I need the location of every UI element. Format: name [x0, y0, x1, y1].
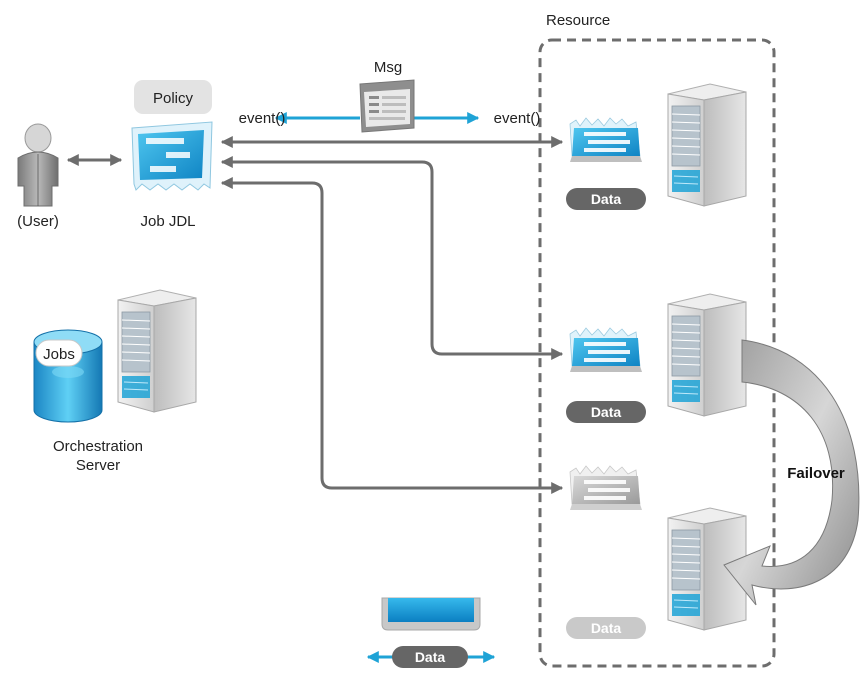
event-right-label: event() — [494, 110, 541, 127]
orchestration-server-icon — [117, 289, 197, 413]
data-pill-1 — [566, 188, 646, 210]
data-store-icon — [569, 465, 643, 511]
failover-label: Failover — [787, 465, 845, 482]
user-label: (User) — [17, 213, 59, 230]
server-icon-2 — [667, 293, 747, 417]
data-store-icon — [569, 327, 643, 373]
msg-label: Msg — [374, 59, 402, 76]
orchestration-label-line1: Orchestration — [53, 438, 143, 455]
monitor-transfer-icon — [381, 597, 481, 631]
jobs-label: Jobs — [43, 346, 75, 363]
job-jdl-label: Job JDL — [140, 213, 195, 230]
data-label-2: Data — [591, 404, 622, 420]
resource-label: Resource — [546, 12, 610, 29]
jobs-badge — [35, 339, 83, 367]
server-icon-1 — [667, 83, 747, 207]
data-label-1: Data — [591, 191, 622, 207]
data-store-icon — [569, 117, 643, 163]
data-transfer-pill — [392, 646, 468, 668]
data-transfer-label: Data — [415, 649, 446, 665]
data-label-3: Data — [591, 620, 622, 636]
job-resource3-connector — [220, 177, 564, 494]
message-window-icon — [359, 79, 415, 133]
data-pill-3 — [566, 617, 646, 639]
policy-badge — [134, 80, 212, 114]
user-icon — [17, 123, 59, 207]
event-left-label: event() — [239, 110, 286, 127]
data-pill-2 — [566, 401, 646, 423]
orchestration-label-line2: Server — [76, 457, 120, 474]
curved-arrow-icon — [723, 339, 860, 606]
job-document-icon — [131, 121, 213, 191]
policy-label: Policy — [153, 90, 194, 107]
job-resource2-connector — [220, 156, 564, 360]
